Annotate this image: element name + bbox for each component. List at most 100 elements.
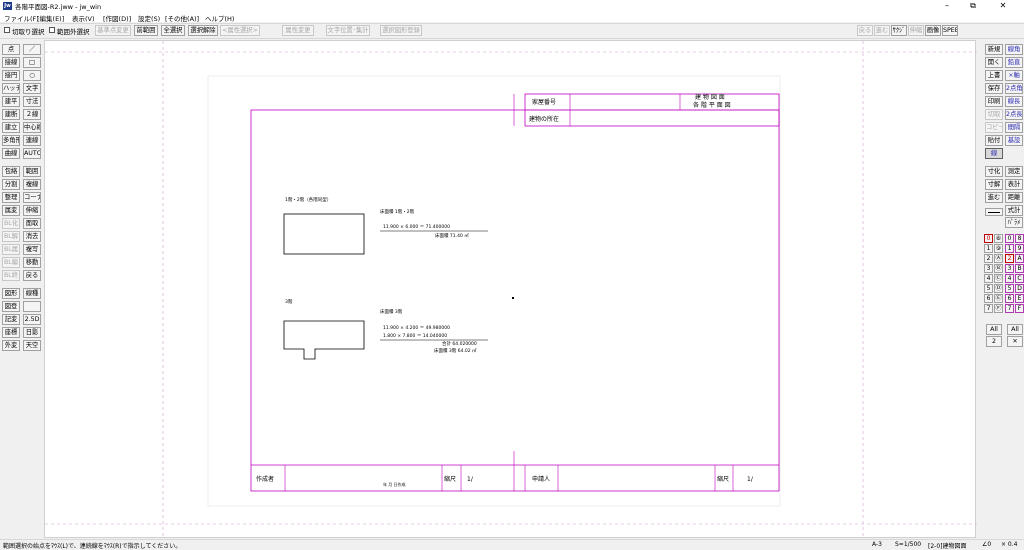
minimize-icon[interactable]: – [945, 1, 949, 10]
paper-size[interactable]: A-3 [872, 541, 882, 548]
left-tool-12-1[interactable]: 伸縮 [23, 205, 41, 216]
layer-group-alt-3[interactable]: Ⓑ [994, 264, 1003, 273]
layer-number[interactable]: 2 [986, 336, 1002, 347]
right-file-tool-2[interactable]: 上書 [985, 70, 1003, 81]
right-special-tool-3[interactable]: 2点角 [1005, 83, 1023, 94]
layer-indicator[interactable]: [2-0]建物図面 [928, 543, 967, 550]
left-tool-4-0[interactable]: 建平 [2, 96, 20, 107]
menu-settings[interactable]: 設定(S) [138, 15, 161, 23]
screen-button[interactable]: 画像 [925, 25, 941, 36]
left-tool-7-1[interactable]: 連線 [23, 135, 41, 146]
select-all-button[interactable]: 全選択 [161, 25, 185, 36]
menu-edit[interactable]: [編集(E)] [37, 15, 65, 23]
layer-close-icon[interactable]: ✕ [1007, 336, 1023, 347]
left-tool-18-1[interactable]: 線種 [23, 288, 41, 299]
right-file-tool-0[interactable]: 新規 [985, 44, 1003, 55]
left-tool-21-0[interactable]: 座標 [2, 327, 20, 338]
sxf-button[interactable]: ｻｸｼﾞ [891, 25, 907, 36]
layer-group-all-button[interactable]: All [986, 324, 1002, 335]
left-tool-5-1[interactable]: ２線 [23, 109, 41, 120]
outside-select-checkbox[interactable] [49, 27, 55, 33]
left-tool-11-1[interactable]: コーナー [23, 192, 41, 203]
left-tool-3-0[interactable]: ハッチ [2, 83, 20, 94]
layer-group-0[interactable]: 0 [984, 234, 993, 243]
left-tool-1-1[interactable]: □ [23, 57, 41, 68]
drawing-canvas[interactable]: 家屋番号 建 物 図 面 各 階 平 面 図 建物の所在 1階・2階（各階同型）… [44, 40, 977, 539]
right-file-tool-9[interactable]: 寸化 [985, 166, 1003, 177]
layer-0[interactable]: 0 [1005, 234, 1014, 243]
layer-group-4[interactable]: 4 [984, 274, 993, 283]
right-misc-tool-0[interactable]: 式計 [1005, 205, 1023, 216]
left-tool-19-0[interactable]: 図登 [2, 301, 20, 312]
layer-alt-6[interactable]: E [1015, 294, 1024, 303]
layer-group-1[interactable]: 1 [984, 244, 993, 253]
layer-4[interactable]: 4 [1005, 274, 1014, 283]
left-tool-14-0[interactable]: BL解 [2, 231, 20, 242]
right-file-tool-5[interactable]: 切取 [985, 109, 1003, 120]
deselect-button[interactable]: 選択解除 [188, 25, 218, 36]
layer-all-button[interactable]: All [1007, 324, 1023, 335]
right-measure-tool-2[interactable]: 距離 [1005, 192, 1023, 203]
right-file-tool-4[interactable]: 印刷 [985, 96, 1003, 107]
right-file-tool-10[interactable]: 寸解 [985, 179, 1003, 190]
menu-help[interactable]: ヘルプ(H) [205, 15, 235, 23]
left-tool-9-1[interactable]: 範囲 [23, 166, 41, 177]
ita-button[interactable]: 伸縮 [908, 25, 924, 36]
attr-change-button[interactable]: 属性変更 [282, 25, 314, 36]
layer-group-alt-7[interactable]: Ⓕ [994, 304, 1003, 313]
text-position-button[interactable]: 文字位置･集計 [326, 25, 370, 36]
left-tool-10-0[interactable]: 分割 [2, 179, 20, 190]
layer-5[interactable]: 5 [1005, 284, 1014, 293]
layer-3[interactable]: 3 [1005, 264, 1014, 273]
left-tool-2-1[interactable]: ○ [23, 70, 41, 81]
restore-icon[interactable]: ⧉ [970, 1, 976, 10]
right-special-tool-1[interactable]: 鉛直 [1005, 57, 1023, 68]
right-special-tool-5[interactable]: 2点長 [1005, 109, 1023, 120]
right-file-tool-7[interactable]: 貼付 [985, 135, 1003, 146]
close-icon[interactable]: ✕ [999, 1, 1007, 10]
left-tool-19-1[interactable] [23, 301, 41, 312]
layer-alt-2[interactable]: A [1015, 254, 1024, 263]
left-tool-20-1[interactable]: 2.5D [23, 314, 41, 325]
left-tool-16-1[interactable]: 移動 [23, 257, 41, 268]
left-tool-13-0[interactable]: BL化 [2, 218, 20, 229]
left-tool-5-0[interactable]: 建断 [2, 109, 20, 120]
left-tool-7-0[interactable]: 多角形 [2, 135, 20, 146]
layer-group-alt-2[interactable]: Ⓐ [994, 254, 1003, 263]
layer-2[interactable]: 2 [1005, 254, 1014, 263]
layer-group-7[interactable]: 7 [984, 304, 993, 313]
right-file-tool-1[interactable]: 開く [985, 57, 1003, 68]
left-tool-14-1[interactable]: 消去 [23, 231, 41, 242]
left-tool-3-1[interactable]: 文字 [23, 83, 41, 94]
menu-file[interactable]: ファイル(F) [4, 15, 39, 23]
left-tool-0-1[interactable]: ／ [23, 44, 41, 55]
left-tool-17-0[interactable]: BL終 [2, 270, 20, 281]
right-special-tool-6[interactable]: 間隔 [1005, 122, 1023, 133]
layer-group-alt-4[interactable]: Ⓒ [994, 274, 1003, 283]
left-tool-13-1[interactable]: 面取 [23, 218, 41, 229]
layer-6[interactable]: 6 [1005, 294, 1014, 303]
layer-alt-0[interactable]: 8 [1015, 234, 1024, 243]
register-select-button[interactable]: 選択図形登録 [380, 25, 422, 36]
left-tool-8-1[interactable]: AUTO [23, 148, 41, 159]
layer-group-6[interactable]: 6 [984, 294, 993, 303]
right-file-tool-8[interactable]: 線 [985, 148, 1003, 159]
right-file-tool-11[interactable]: 進む [985, 192, 1003, 203]
left-tool-18-0[interactable]: 図形 [2, 288, 20, 299]
right-special-tool-2[interactable]: ×軸 [1005, 70, 1023, 81]
base-point-change-button[interactable]: 基準点変更 [95, 25, 131, 36]
left-tool-22-1[interactable]: 天空 [23, 340, 41, 351]
left-tool-12-0[interactable]: 属変 [2, 205, 20, 216]
left-tool-4-1[interactable]: 寸法 [23, 96, 41, 107]
layer-group-alt-0[interactable]: ⑧ [994, 234, 1003, 243]
spe-button[interactable]: SPEB [942, 25, 958, 36]
redo-button[interactable]: 進む [874, 25, 890, 36]
layer-alt-5[interactable]: D [1015, 284, 1024, 293]
menu-draw[interactable]: [作図(D)] [103, 15, 132, 23]
layer-group-alt-6[interactable]: Ⓔ [994, 294, 1003, 303]
layer-alt-1[interactable]: 9 [1015, 244, 1024, 253]
right-special-tool-4[interactable]: 線長 [1005, 96, 1023, 107]
right-file-tool-6[interactable]: コピー [985, 122, 1003, 133]
undo-button[interactable]: 戻る [857, 25, 873, 36]
left-tool-15-0[interactable]: BL属 [2, 244, 20, 255]
